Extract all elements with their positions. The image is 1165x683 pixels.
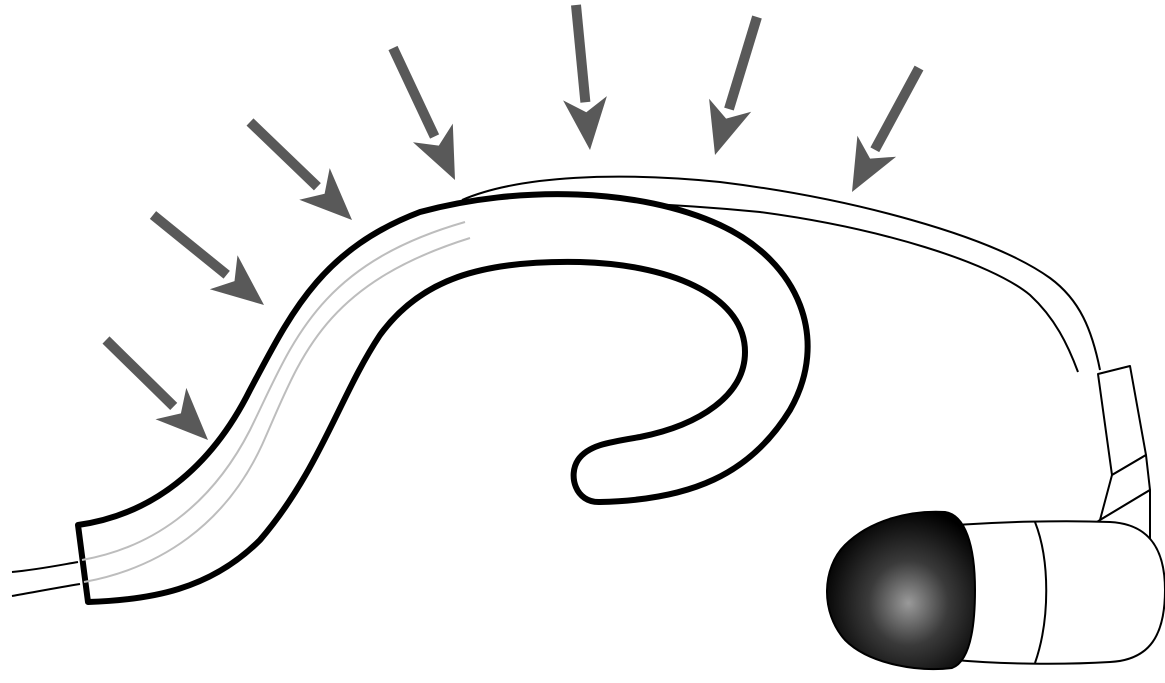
pressure-arrow xyxy=(153,215,264,305)
arrow-shaft xyxy=(576,5,585,102)
pressure-arrow xyxy=(393,48,455,180)
arrow-shaft xyxy=(875,68,919,150)
earbud-housing xyxy=(955,521,1165,664)
arrow-shaft xyxy=(393,48,435,137)
cable-left xyxy=(12,562,80,596)
arrow-shaft xyxy=(729,17,757,109)
pressure-arrow xyxy=(563,5,607,150)
arrow-shaft xyxy=(153,215,227,275)
arrow-shaft xyxy=(106,340,174,406)
pressure-arrow xyxy=(852,68,919,192)
pressure-arrow xyxy=(709,17,757,155)
pressure-arrow xyxy=(250,122,352,220)
arrow-shaft xyxy=(250,122,317,187)
earbud-neck xyxy=(1070,366,1150,540)
ear-tip xyxy=(827,512,975,669)
pressure-arrow xyxy=(106,340,208,440)
arrow-head xyxy=(563,96,607,150)
